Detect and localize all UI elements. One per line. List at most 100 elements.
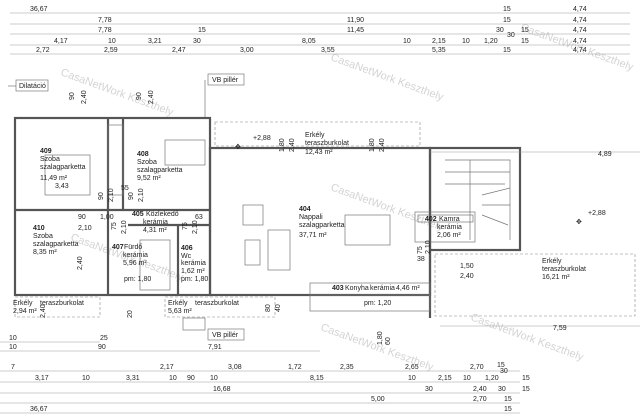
inner-dimensions: 90 2,40 90 2,40 1,80 2,40 1,80 2,40 90 2… — [40, 90, 612, 345]
dim-label: 2,72 — [36, 47, 50, 54]
dim-label: 4,17 — [54, 38, 68, 45]
level-marker-icon: ✥ — [576, 218, 582, 226]
dim-label: 11,45 — [347, 27, 364, 34]
room-area: 1,62 m² — [181, 268, 205, 275]
dim-label: 3,00 — [240, 47, 254, 54]
room-number: 406 — [181, 245, 193, 252]
watermark: CasaNetWork Keszthely — [329, 52, 445, 104]
dim-label: 15 — [503, 6, 511, 13]
dim-label: 5,00 — [371, 396, 385, 403]
vb-pillar-tag-bottom: VB pillér — [212, 332, 239, 339]
dim-label: 4,74 — [573, 17, 587, 24]
dim-label: 10 — [9, 344, 17, 351]
bed — [44, 154, 91, 196]
balcony-floor: teraszburkolat — [195, 300, 239, 307]
watermark: CasaNetWork Keszthely — [329, 182, 445, 234]
dim-label: 10 — [210, 375, 218, 382]
dim-label: 30 — [507, 32, 515, 39]
dim-label: 90 — [69, 92, 76, 100]
dim-label: 20 — [127, 310, 134, 318]
annotation-tags: Dilatáció VB pillér VB pillér — [8, 73, 245, 341]
balcony-bottom-middle-label: Erkély teraszburkolat 5,63 m² — [168, 300, 239, 315]
dim-label: 90 — [187, 375, 195, 382]
room-number: 405 — [132, 211, 144, 218]
dim-label: 11,90 — [347, 17, 364, 24]
dim-label: 10 — [82, 375, 90, 382]
dim-label: 10 — [108, 38, 116, 45]
parapet-height: pm: 1,80 — [124, 276, 151, 283]
room-name: Konyha — [345, 285, 369, 292]
dim-label: 15 — [503, 47, 511, 54]
dim-label: 25 — [100, 335, 108, 342]
balcony-area: 16,21 m² — [542, 274, 570, 281]
dim-label: 16,68 — [213, 386, 231, 393]
staircase — [445, 159, 511, 240]
dim-label: 4,89 — [598, 151, 612, 158]
room-floor: kerámia — [143, 219, 168, 226]
parapet-height: pm: 1,80 — [181, 276, 208, 283]
bed — [164, 139, 206, 166]
dim-label: 75 — [111, 222, 118, 230]
dim-label: 36,67 — [30, 406, 48, 413]
dim-label: 30 — [496, 27, 504, 34]
room-area: 4,46 m² — [396, 285, 420, 292]
dim-label: 1,00 — [100, 214, 114, 221]
dim-label: 2,47 — [172, 47, 186, 54]
balcony-floor: teraszburkolat — [40, 300, 84, 307]
bottom-dimensions: 7,59 10 25 10 90 7,91 7 2,17 3,08 1,72 2… — [0, 325, 567, 414]
dim-label: 3,31 — [126, 375, 140, 382]
watermark: CasaNetWork Keszthely — [59, 67, 175, 119]
dim-label: 2,15 — [432, 38, 446, 45]
dim-label: 75 — [417, 246, 424, 254]
dim-label: 2,40 — [289, 138, 296, 152]
balcony-name: Erkély — [305, 132, 325, 139]
room-404: 404 Nappali szalagparketta 37,71 m² — [299, 206, 345, 239]
room-406: 406 Wc kerámia 1,62 m² pm: 1,80 — [181, 245, 208, 283]
dim-label: 4,74 — [573, 47, 587, 54]
balcony-bottom-left — [14, 296, 101, 318]
room-area: 8,35 m² — [33, 249, 57, 256]
balcony-right — [434, 253, 636, 317]
room-name: Fürdő — [124, 244, 142, 251]
dim-label: 30 — [498, 386, 506, 393]
dim-label: 2,17 — [160, 364, 174, 371]
room-floor: szalagparketta — [137, 167, 183, 174]
dim-label: 5,35 — [432, 47, 446, 54]
dim-label: 90 — [98, 344, 106, 351]
room-name: Kamra — [439, 216, 460, 223]
dim-label: 3,55 — [321, 47, 335, 54]
balcony-bottom-left-label: Erkély teraszburkolat 2,94 m² — [13, 300, 84, 315]
dim-label: 2,59 — [104, 47, 118, 54]
dim-label: 15 — [504, 406, 512, 413]
room-area: 9,52 m² — [137, 175, 161, 182]
room-number: 408 — [137, 151, 149, 158]
dim-label: 15 — [521, 27, 529, 34]
room-name: Nappali — [299, 214, 323, 221]
room-403: 403 Konyha kerámia 4,46 m² pm: 1,20 — [332, 285, 420, 307]
dim-label: 10 — [403, 38, 411, 45]
dim-label: 2,40 — [460, 273, 474, 280]
dilatacio-tag: Dilatáció — [19, 83, 46, 90]
dim-label: 38 — [417, 256, 425, 263]
room-area: 11,49 m² — [40, 175, 68, 182]
dim-label: 60 — [385, 337, 392, 345]
dim-label: 7,78 — [98, 27, 112, 34]
dim-label: 30 — [425, 386, 433, 393]
room-labels: 409 Szoba szalagparketta 11,49 m² 3,43 4… — [13, 132, 606, 315]
dim-label: 2,15 — [438, 375, 452, 382]
dim-label: 10 — [169, 375, 177, 382]
walls — [13, 116, 640, 327]
dim-label: 15 — [504, 396, 512, 403]
watermarks: CasaNetWork Keszthely CasaNetWork Keszth… — [59, 22, 635, 374]
balcony-right-label: Erkély teraszburkolat 16,21 m² — [542, 258, 586, 281]
dim-label: 3,08 — [228, 364, 242, 371]
dim-label: 90 — [98, 192, 105, 200]
room-area: 2,06 m² — [437, 232, 461, 239]
dim-label: 10 — [408, 375, 416, 382]
level-mark: +2,88 — [253, 135, 271, 142]
room-407: 407 Fürdő kerámia 5,96 m² pm: 1,80 — [112, 244, 151, 283]
dim-label: 1,80 — [377, 331, 384, 345]
top-dimensions: 36,67 15 4,74 7,78 11,90 15 4,74 7,78 15… — [10, 6, 630, 55]
room-floor: kerámia — [370, 285, 395, 292]
dim-label: 15 — [522, 375, 530, 382]
